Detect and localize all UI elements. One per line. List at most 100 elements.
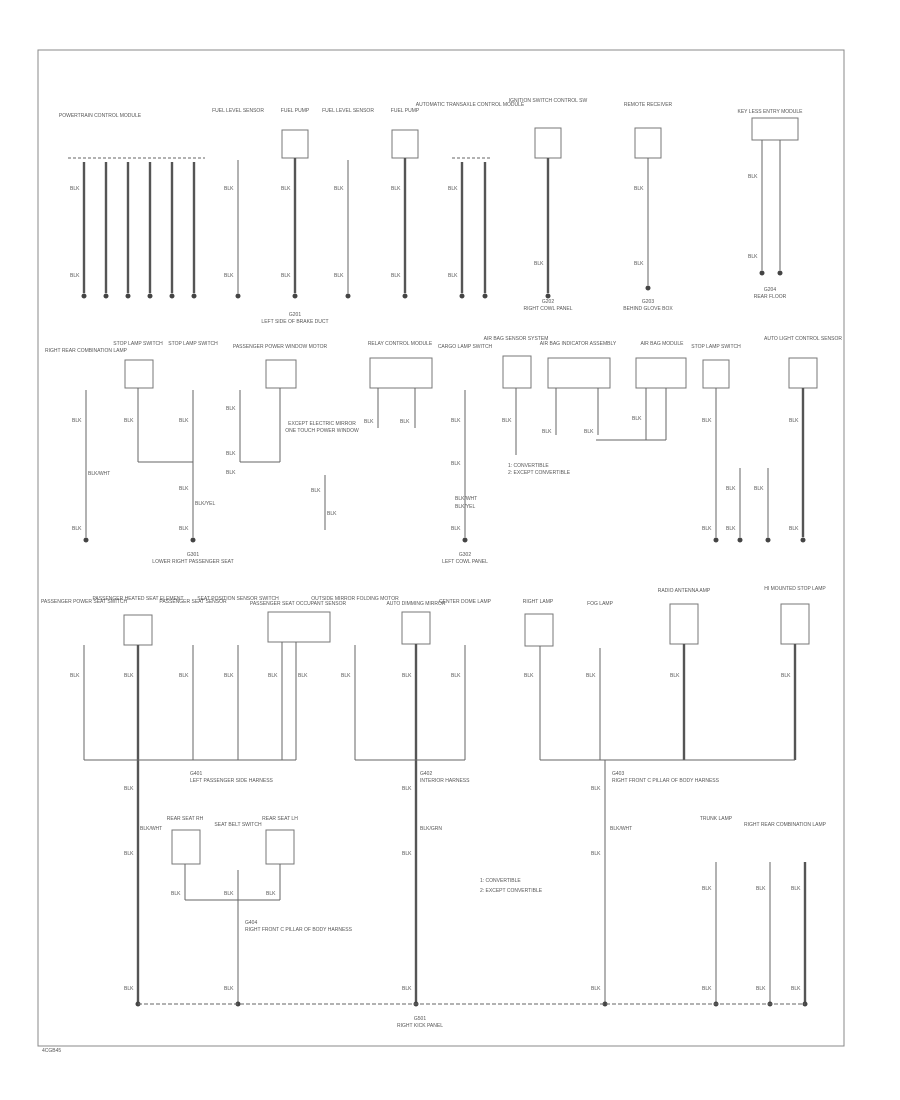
ground-location-g401: LEFT PASSENGER SIDE HARNESS [190, 778, 274, 784]
svg-text:BLK: BLK [754, 486, 764, 492]
auto-light-control-sensor: AUTO LIGHT CONTROL SENSOR BLK BLK [764, 336, 842, 543]
ignition-switch-control: IGNITION SWITCH CONTROL SW BLK G202 RIGH… [509, 98, 588, 312]
fog-lamp: FOG LAMP BLK [586, 601, 614, 760]
air-bag-sensor-system: AIR BAG SENSOR SYSTEM BLK 1: CONVERTIBLE… [484, 336, 571, 476]
ground-location-g301: LOWER RIGHT PASSENGER SEAT [152, 559, 233, 565]
ground-location-g402: INTERIOR HARNESS [420, 778, 470, 784]
svg-text:HI MOUNTED STOP LAMP: HI MOUNTED STOP LAMP [764, 586, 826, 592]
passenger-heated-seat-element: PASSENGER HEATED SEAT ELEMENT BLK BLK BL… [92, 596, 184, 1007]
svg-text:BLK: BLK [632, 416, 642, 422]
svg-text:BLK: BLK [402, 986, 412, 992]
svg-text:CENTER DOME LAMP: CENTER DOME LAMP [439, 599, 492, 605]
legend-except-convertible: 2: EXCEPT CONVERTIBLE [480, 888, 543, 894]
svg-text:BLK: BLK [448, 273, 458, 279]
pcm-group: POWERTRAIN CONTROL MODULE BLK BLK [59, 113, 205, 299]
svg-text:BLK: BLK [70, 186, 80, 192]
right-rear-combination-lamp-bottom: RIGHT REAR COMBINATION LAMP BLK BLK BLK … [744, 822, 827, 1007]
svg-text:RIGHT REAR COMBINATION LAMP: RIGHT REAR COMBINATION LAMP [45, 348, 128, 354]
svg-text:REMOTE RECEIVER: REMOTE RECEIVER [624, 102, 673, 108]
svg-text:BLK: BLK [391, 186, 401, 192]
svg-text:BLK: BLK [179, 418, 189, 424]
svg-text:BLK: BLK [791, 886, 801, 892]
svg-text:FUEL LEVEL SENSOR: FUEL LEVEL SENSOR [322, 108, 374, 114]
relay-control-module: RELAY CONTROL MODULE BLK BLK [364, 341, 433, 428]
seat-position-sensor-switch: SEAT POSITION SENSOR SWITCH BLK [197, 596, 279, 760]
fuel-level-sensor-1: FUEL LEVEL SENSOR BLK BLK [212, 108, 264, 299]
svg-text:BLK: BLK [364, 419, 374, 425]
fuel-level-sensor-2: FUEL LEVEL SENSOR BLK BLK [322, 108, 374, 299]
air-bag-module: AIR BAG MODULE BLK [596, 341, 687, 441]
svg-text:FUEL PUMP: FUEL PUMP [391, 108, 420, 114]
svg-text:BLK: BLK [591, 786, 601, 792]
hi-mounted-stop-lamp: HI MOUNTED STOP LAMP BLK [764, 586, 826, 760]
svg-text:1: CONVERTIBLE: 1: CONVERTIBLE [508, 463, 549, 469]
svg-text:BLK: BLK [72, 418, 82, 424]
ground-label-g403: G403 [612, 771, 624, 777]
cargo-lamp-switch: CARGO LAMP SWITCH BLK BLK BLK/WHT BLK/YE… [438, 344, 493, 543]
radio-antenna-amp: RADIO ANTENNA AMP BLK [658, 588, 711, 760]
svg-text:BLK: BLK [266, 891, 276, 897]
svg-text:FUEL LEVEL SENSOR: FUEL LEVEL SENSOR [212, 108, 264, 114]
svg-text:PASSENGER SEAT SENSOR: PASSENGER SEAT SENSOR [159, 599, 227, 605]
center-dome-lamp: CENTER DOME LAMP BLK [439, 599, 492, 760]
svg-text:RADIO ANTENNA AMP: RADIO ANTENNA AMP [658, 588, 711, 594]
svg-text:BLK: BLK [584, 429, 594, 435]
svg-text:OUTSIDE MIRROR FOLDING MOTOR: OUTSIDE MIRROR FOLDING MOTOR [311, 596, 399, 602]
svg-text:BLK: BLK [586, 673, 596, 679]
ground-label-g401: G401 [190, 771, 202, 777]
keyless-entry-module: KEY LESS ENTRY MODULE BLK BLK G204 REAR … [737, 109, 803, 300]
svg-text:STOP LAMP SWITCH: STOP LAMP SWITCH [691, 344, 741, 350]
svg-text:RELAY CONTROL MODULE: RELAY CONTROL MODULE [368, 341, 433, 347]
ground-location-g501: RIGHT KICK PANEL [397, 1023, 443, 1029]
svg-text:REAR FLOOR: REAR FLOOR [754, 294, 787, 300]
svg-text:AIR BAG MODULE: AIR BAG MODULE [640, 341, 684, 347]
svg-text:BLK: BLK [226, 470, 236, 476]
svg-text:BEHIND GLOVE BOX: BEHIND GLOVE BOX [623, 306, 673, 312]
svg-text:AUTOMATIC TRANSAXLE CONTROL MO: AUTOMATIC TRANSAXLE CONTROL MODULE [416, 102, 525, 108]
svg-text:BLK: BLK [502, 418, 512, 424]
svg-text:BLK: BLK [124, 418, 134, 424]
svg-text:BLK: BLK [451, 418, 461, 424]
rear-seat-rh: REAR SEAT RH BLK [167, 816, 204, 900]
svg-text:BLK: BLK [226, 406, 236, 412]
right-lamp: RIGHT LAMP BLK [523, 599, 554, 760]
svg-text:AIR BAG SENSOR SYSTEM: AIR BAG SENSOR SYSTEM [484, 336, 549, 342]
svg-text:BLK/WHT: BLK/WHT [455, 496, 477, 502]
svg-text:BLK: BLK [179, 673, 189, 679]
svg-text:BLK: BLK [124, 673, 134, 679]
stop-lamp-switch-1: STOP LAMP SWITCH BLK [113, 341, 163, 462]
rear-seat-lh: REAR SEAT LH BLK [262, 816, 298, 900]
svg-text:BLK: BLK [402, 673, 412, 679]
svg-text:FUEL PUMP: FUEL PUMP [281, 108, 310, 114]
svg-text:BLK: BLK [179, 526, 189, 532]
svg-text:AUTO LIGHT CONTROL SENSOR: AUTO LIGHT CONTROL SENSOR [764, 336, 842, 342]
svg-text:BLK: BLK [402, 851, 412, 857]
svg-text:BLK/WHT: BLK/WHT [610, 826, 632, 832]
svg-text:BLK: BLK [391, 273, 401, 279]
svg-text:STOP LAMP SWITCH: STOP LAMP SWITCH [113, 341, 163, 347]
svg-text:BLK: BLK [402, 786, 412, 792]
svg-text:BLK: BLK [70, 273, 80, 279]
passenger-power-window-motor: PASSENGER POWER WINDOW MOTOR BLK BLK BLK [226, 344, 328, 476]
ground-location-g302: LEFT COWL PANEL [442, 559, 488, 565]
svg-text:SEAT BELT SWITCH: SEAT BELT SWITCH [214, 822, 262, 828]
svg-text:BLK: BLK [341, 673, 351, 679]
svg-text:FOG LAMP: FOG LAMP [587, 601, 614, 607]
svg-text:BLK: BLK [124, 786, 134, 792]
svg-text:BLK: BLK [534, 261, 544, 267]
svg-text:BLK: BLK [634, 261, 644, 267]
svg-text:BLK: BLK [756, 986, 766, 992]
svg-text:BLK: BLK [634, 186, 644, 192]
svg-text:BLK: BLK [327, 511, 337, 517]
stop-lamp-switch-2: STOP LAMP SWITCH BLK BLK BLK/YEL BLK [168, 341, 218, 543]
svg-text:BLK/YEL: BLK/YEL [195, 501, 216, 507]
svg-text:BLK: BLK [702, 886, 712, 892]
svg-text:G202: G202 [542, 299, 554, 305]
ground-label-g404: G404 [245, 920, 257, 926]
svg-text:CARGO LAMP SWITCH: CARGO LAMP SWITCH [438, 344, 493, 350]
svg-text:AUTO DIMMING MIRROR: AUTO DIMMING MIRROR [386, 601, 445, 607]
stop-lamp-switch-3: STOP LAMP SWITCH BLK BLK [691, 344, 741, 543]
passenger-seat-occupant-sensor: PASSENGER SEAT OCCUPANT SENSOR BLK BLK [250, 601, 346, 760]
svg-text:REAR SEAT LH: REAR SEAT LH [262, 816, 298, 822]
svg-text:AIR BAG INDICATOR ASSEMBLY: AIR BAG INDICATOR ASSEMBLY [540, 341, 617, 347]
